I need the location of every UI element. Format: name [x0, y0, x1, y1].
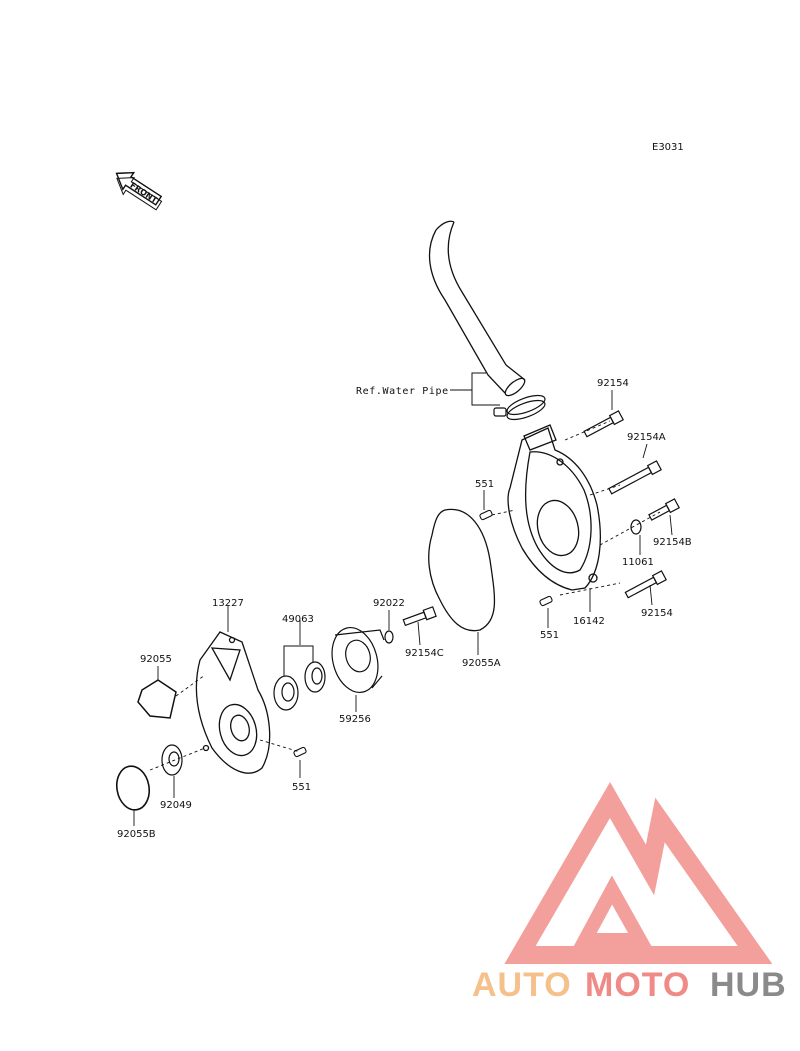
logo-word-hub: HUB	[710, 966, 787, 1004]
seal-49063	[273, 661, 326, 711]
washer-11061	[630, 519, 642, 535]
leader-lines	[133, 390, 673, 826]
bolt-92154a	[608, 460, 662, 495]
bolt-92154b	[648, 498, 680, 521]
front-arrow-icon: FRONT	[115, 171, 163, 211]
ref-bracket	[471, 372, 500, 406]
oil-seal-92049	[161, 744, 183, 776]
label-59256: 59256	[339, 714, 371, 725]
label-92055b: 92055B	[117, 829, 156, 840]
label-92154c: 92154C	[405, 648, 444, 659]
label-92154-bottom: 92154	[641, 608, 673, 619]
label-16142: 16142	[573, 616, 605, 627]
bolt-92154-top	[583, 410, 624, 438]
ref-water-pipe-label: Ref.Water Pipe	[356, 386, 449, 397]
seal-bracket	[283, 645, 314, 676]
o-ring-92055	[137, 679, 177, 719]
logo-triangle-icon	[504, 781, 773, 964]
label-92154a: 92154A	[627, 432, 666, 443]
label-92049: 92049	[160, 800, 192, 811]
automotohub-logo: AUTO MOTO HUB	[472, 781, 787, 1004]
logo-word-moto: MOTO	[585, 966, 690, 1004]
hose-clamp	[493, 394, 546, 421]
impeller-59256	[331, 627, 385, 693]
bolt-92154c	[402, 606, 437, 627]
label-92154-top: 92154	[597, 378, 629, 389]
logo-word-auto: AUTO	[472, 966, 572, 1004]
dowel-pin-551-top	[479, 509, 493, 521]
water-pipe	[428, 220, 526, 397]
dowel-pin-551-low	[293, 746, 307, 758]
label-92055a: 92055A	[462, 658, 501, 669]
label-551-top: 551	[475, 479, 494, 490]
label-13227: 13227	[212, 598, 244, 609]
o-ring-92055b	[115, 765, 151, 811]
label-92022: 92022	[373, 598, 405, 609]
label-551-mid: 551	[540, 630, 559, 641]
label-92154b: 92154B	[653, 537, 692, 548]
bolt-92154-bottom	[624, 570, 667, 599]
label-92055: 92055	[140, 654, 172, 665]
label-49063: 49063	[282, 614, 314, 625]
part-labels: 92154 92154A 551 92154B 11061 92154 1614…	[117, 378, 692, 840]
label-11061: 11061	[622, 557, 654, 568]
gasket-92055a	[428, 508, 496, 632]
label-551-low: 551	[292, 782, 311, 793]
dowel-pin-551-mid	[539, 595, 553, 607]
pump-housing	[507, 424, 601, 591]
washer-92022	[384, 630, 394, 644]
pump-cover-13227	[195, 631, 271, 774]
diagram-code: E3031	[652, 142, 684, 153]
